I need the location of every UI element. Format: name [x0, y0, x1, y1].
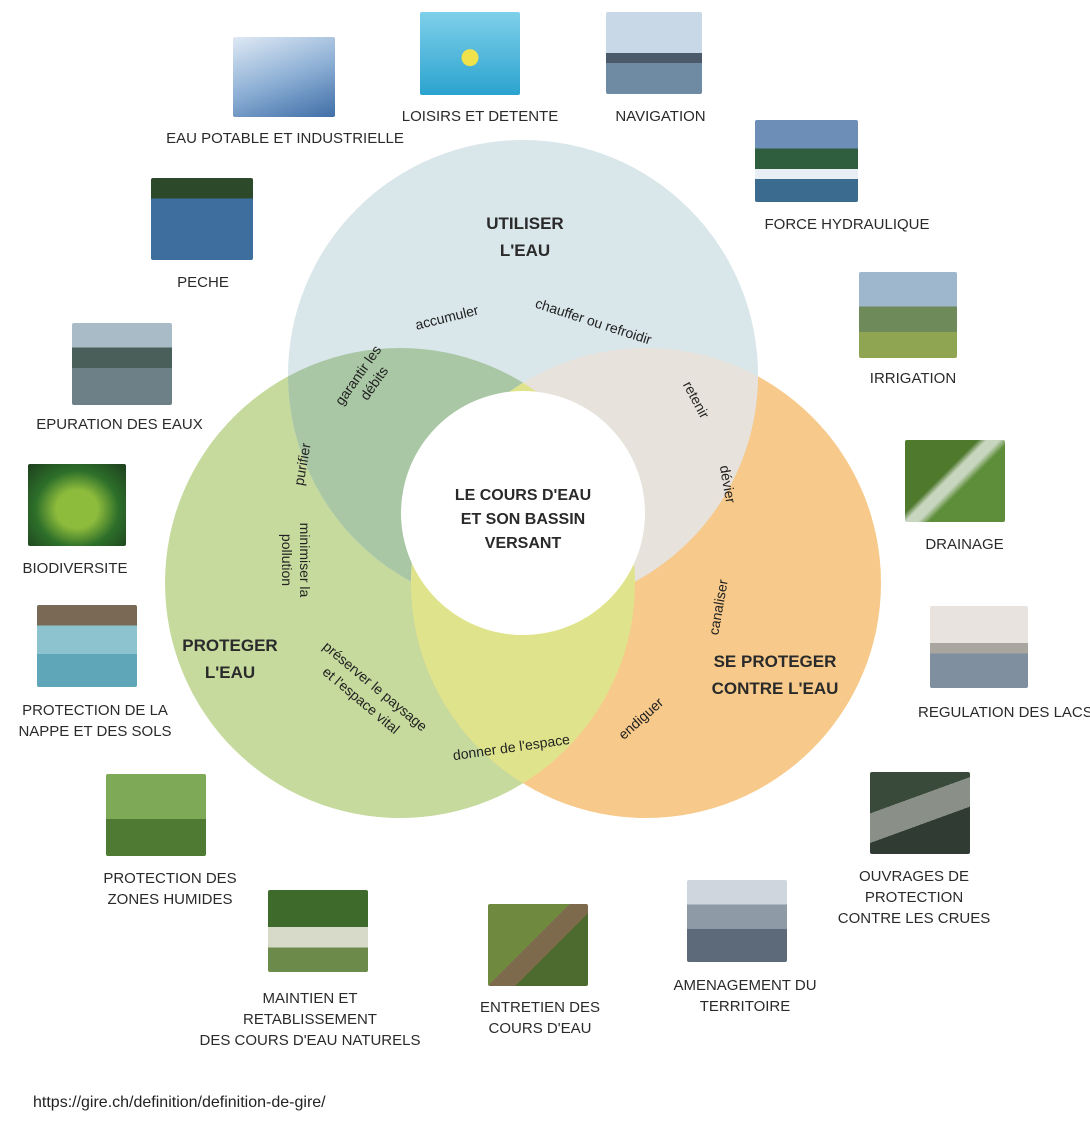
photo-eau-potable	[233, 37, 335, 117]
label-drainage: DRAINAGE	[925, 536, 1004, 553]
action-purifier: purifier	[290, 441, 313, 486]
photo-nappe	[37, 605, 137, 687]
photo-biodiversite	[28, 464, 126, 546]
label-eau-potable: EAU POTABLE ET INDUSTRIELLE	[166, 130, 404, 147]
label-biodiversite: BIODIVERSITE	[22, 560, 128, 577]
label-loisirs: LOISIRS ET DETENTE	[401, 108, 559, 125]
photo-navigation	[606, 12, 702, 94]
action-minimiser-2: pollution	[279, 534, 295, 586]
photo-epuration	[72, 323, 172, 405]
photo-regulation	[930, 606, 1028, 688]
photo-drainage	[905, 440, 1005, 522]
photo-zones	[106, 774, 206, 856]
photo-loisirs	[420, 12, 520, 95]
photo-peche	[151, 178, 253, 260]
label-irrigation: IRRIGATION	[869, 370, 957, 387]
label-peche: PECHE	[177, 274, 229, 291]
label-navigation: NAVIGATION	[615, 108, 706, 125]
photo-amenagement	[687, 880, 787, 962]
label-epuration: EPURATION DES EAUX	[36, 416, 203, 433]
photo-force	[755, 120, 858, 202]
photo-maintien	[268, 890, 368, 972]
photo-entretien	[488, 904, 588, 986]
action-devier: dévier	[717, 464, 739, 505]
center-disc	[401, 391, 645, 635]
label-force: FORCE HYDRAULIQUE	[764, 216, 930, 233]
action-minimiser-1: minimiser la	[297, 523, 313, 598]
label-regulation: REGULATION DES LACS	[918, 704, 1090, 721]
source-url: https://gire.ch/definition/definition-de…	[33, 1094, 326, 1111]
photo-ouvrages	[870, 772, 970, 854]
photo-irrigation	[859, 272, 957, 358]
